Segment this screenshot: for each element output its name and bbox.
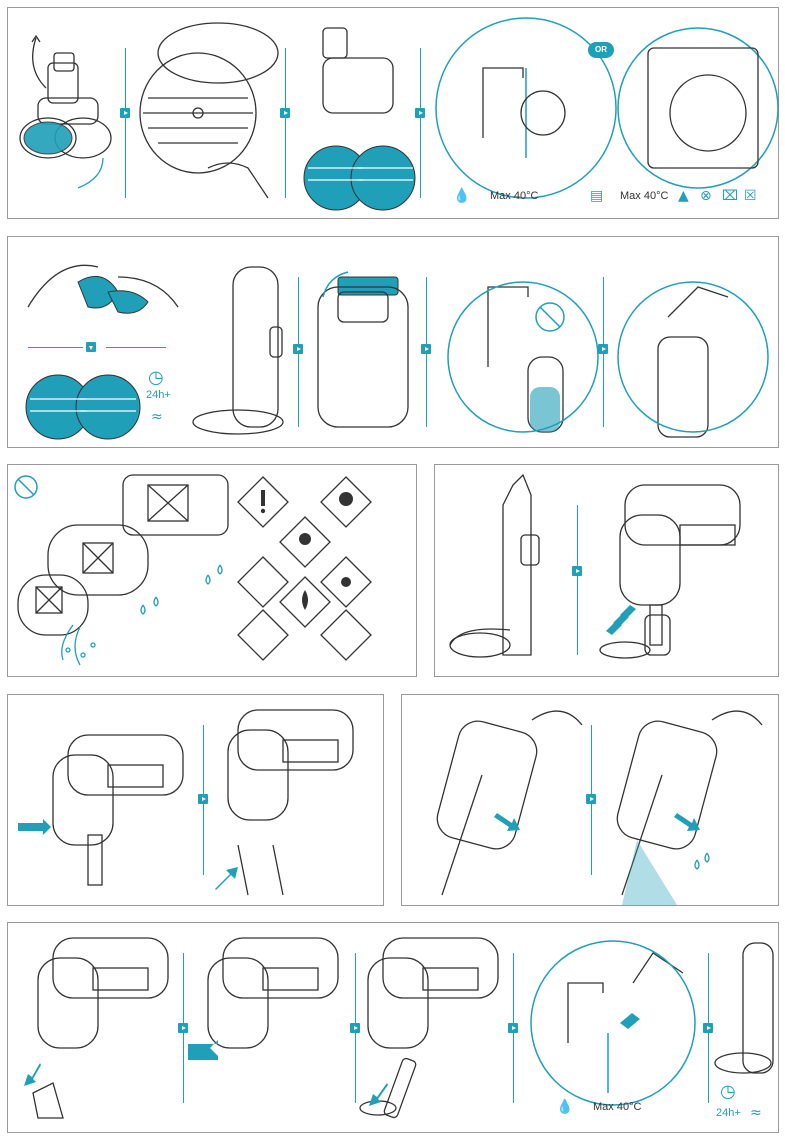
step-arrow-icon: [508, 1023, 518, 1033]
no-bleach-icon: ▲: [678, 188, 689, 204]
machine-wash-icon: ▤: [590, 188, 604, 204]
or-badge: OR: [588, 42, 614, 58]
panel-wash-pads-illustration: [19, 17, 779, 211]
panel-empty-tank: 💧 Max 40°C ◷ 24h+ ≈: [7, 922, 779, 1133]
separator: [125, 48, 126, 198]
step-arrow-icon: [280, 108, 290, 118]
panel-attach-tank-illustration: [449, 473, 741, 659]
separator: [285, 48, 286, 198]
panel-insert-tank: [7, 694, 384, 906]
step-arrow-icon: [598, 344, 608, 354]
step-arrow-icon: [198, 794, 208, 804]
separator: [106, 347, 166, 348]
panel-dry-pads-illustration: [25, 264, 769, 440]
panel-attach-tank: [434, 464, 779, 677]
panel-hazard-warning: [7, 464, 417, 677]
step-arrow-icon: [703, 1023, 713, 1033]
clock-icon: ◷: [720, 1081, 736, 1102]
panel-insert-tank-illustration: [18, 709, 354, 896]
dry-time-label: 24h+: [716, 1107, 741, 1119]
panel-wash-pads: OR 💧 Max 40°C ▤ Max 40°C ▲ ⊗ ⌧ ☒: [7, 7, 779, 219]
step-arrow-icon: [415, 108, 425, 118]
steam-icon: ≈: [750, 1105, 762, 1121]
step-arrow-icon: [421, 344, 431, 354]
separator: [28, 347, 83, 348]
separator: [420, 48, 421, 198]
step-arrow-icon: [572, 566, 582, 576]
step-arrow-icon: [178, 1023, 188, 1033]
no-tumble-dry-icon: ⊗: [700, 188, 712, 204]
panel-empty-tank-illustration: [24, 937, 774, 1119]
clock-icon: ◷: [148, 367, 164, 388]
machine-wash-label: Max 40°C: [620, 190, 669, 202]
hand-wash-label: Max 40°C: [490, 190, 539, 202]
panel-spray-test-illustration: [436, 710, 763, 905]
step-arrow-icon: [293, 344, 303, 354]
panel-dry-pads: ◷ 24h+ ≈: [7, 236, 779, 448]
step-arrow-icon: [120, 108, 130, 118]
hand-wash-icon: 💧: [556, 1099, 574, 1115]
no-iron-icon: ☒: [744, 188, 757, 204]
dry-time-label: 24h+: [146, 389, 171, 401]
step-arrow-icon: [350, 1023, 360, 1033]
step-arrow-icon: [586, 794, 596, 804]
step-down-arrow-icon: [86, 342, 96, 352]
no-dry-clean-icon: ⌧: [722, 188, 739, 204]
prohibited-icon: [14, 475, 38, 499]
hand-wash-label: Max 40°C: [593, 1101, 642, 1113]
panel-hazard-illustration: [14, 474, 372, 666]
panel-spray-test: [401, 694, 779, 906]
separator: [577, 505, 578, 655]
hand-wash-icon: 💧: [453, 188, 471, 204]
steam-icon: ≈: [151, 409, 163, 425]
